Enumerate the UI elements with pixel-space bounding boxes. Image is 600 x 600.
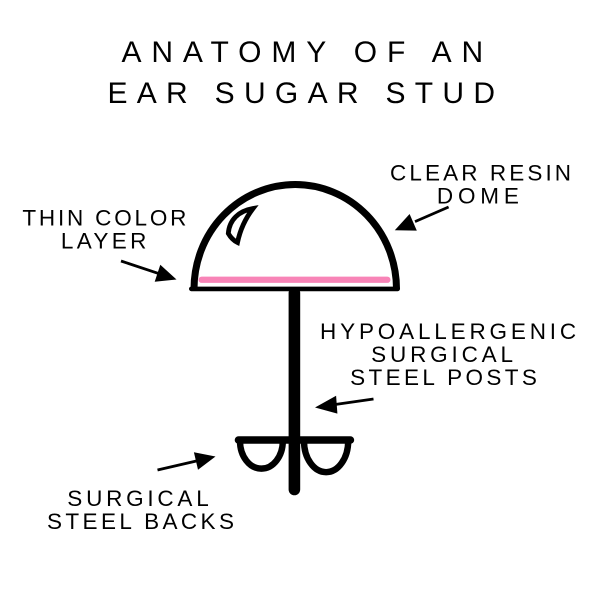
svg-text:SURGICAL: SURGICAL: [371, 342, 517, 367]
svg-text:THIN COLOR: THIN COLOR: [22, 206, 189, 231]
svg-text:ANATOMY OF AN: ANATOMY OF AN: [122, 36, 494, 69]
svg-text:DOME: DOME: [437, 183, 524, 208]
svg-text:STEEL BACKS: STEEL BACKS: [47, 509, 237, 534]
svg-text:EAR SUGAR STUD: EAR SUGAR STUD: [107, 77, 504, 110]
svg-text:HYPOALLERGENIC: HYPOALLERGENIC: [320, 319, 580, 344]
svg-text:LAYER: LAYER: [61, 228, 150, 253]
svg-text:STEEL POSTS: STEEL POSTS: [350, 365, 540, 390]
svg-text:CLEAR RESIN: CLEAR RESIN: [390, 161, 574, 186]
svg-text:SURGICAL: SURGICAL: [67, 486, 212, 511]
